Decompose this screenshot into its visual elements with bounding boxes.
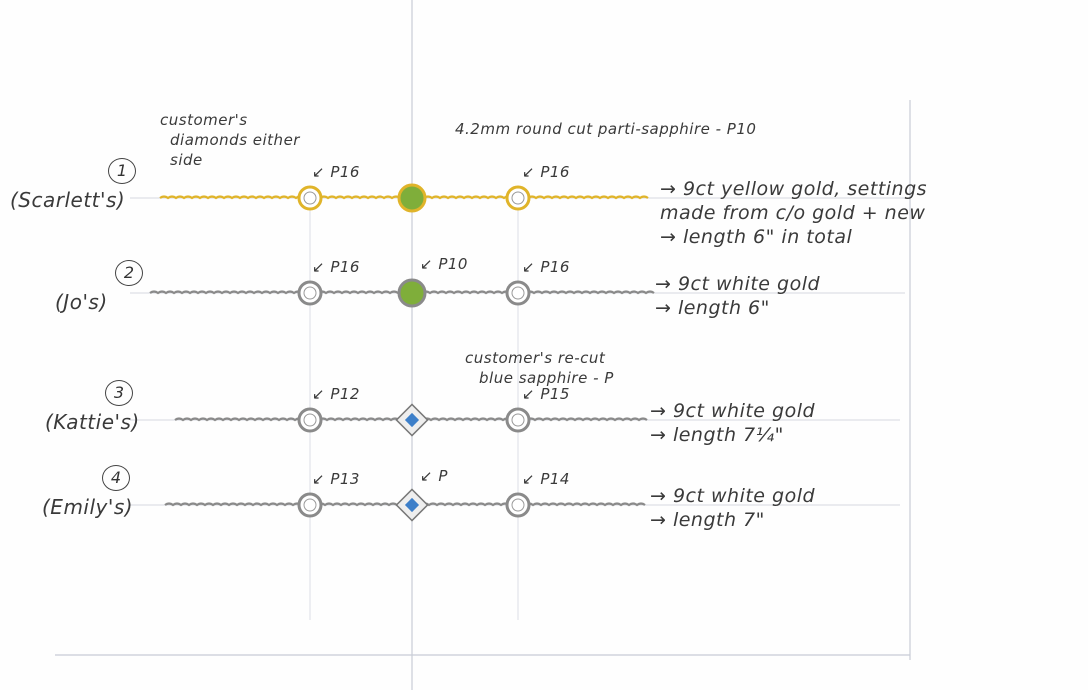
row-note: → length 7¼" xyxy=(650,424,784,446)
bezel-setting xyxy=(505,407,531,433)
row-note: → length 6" xyxy=(655,297,770,319)
note-customers-diamonds: customer's diamonds either side xyxy=(160,110,300,170)
owner-label: (Jo's) xyxy=(55,290,108,314)
stone-tag-right: ↙ P14 xyxy=(522,470,570,488)
row-note: → length 7" xyxy=(650,509,765,531)
stone-tag-right: ↙ P16 xyxy=(522,258,570,276)
row-number: 3 xyxy=(105,380,133,406)
bezel-setting xyxy=(505,280,531,306)
note-line: blue sapphire - P xyxy=(479,369,614,387)
center-stone-round xyxy=(397,278,427,308)
bezel-setting xyxy=(297,280,323,306)
diamond-stone xyxy=(303,191,317,205)
note-line: customer's re-cut xyxy=(465,349,606,367)
diamond-stone xyxy=(511,191,525,205)
note-line: customer's xyxy=(160,111,248,129)
bezel-setting xyxy=(297,492,323,518)
diamond-stone xyxy=(511,286,525,300)
stone-tag-left: ↙ P16 xyxy=(312,163,360,181)
center-stone-sapphire xyxy=(404,412,420,428)
note-line: side xyxy=(170,151,203,169)
bezel-setting xyxy=(505,185,531,211)
row-note: → length 6" in total xyxy=(660,226,853,248)
stone-tag-left: ↙ P12 xyxy=(312,385,360,403)
row-number: 4 xyxy=(102,465,130,491)
row-note: → 9ct white gold xyxy=(650,485,816,507)
bezel-setting xyxy=(505,492,531,518)
owner-label: (Scarlett's) xyxy=(10,188,126,212)
diamond-stone xyxy=(303,286,317,300)
stone-tag-left: ↙ P13 xyxy=(312,470,360,488)
stone-tag-right: ↙ P15 xyxy=(522,385,570,403)
note-line: diamonds either xyxy=(170,131,300,149)
row-note: → 9ct white gold xyxy=(650,400,816,422)
stone-tag-center: ↙ P xyxy=(420,467,448,485)
note-center-stone-1: 4.2mm round cut parti-sapphire - P10 xyxy=(455,120,757,138)
note-center-stone-3: customer's re-cut blue sapphire - P xyxy=(465,348,614,388)
row-number: 2 xyxy=(115,260,143,286)
center-stone-round xyxy=(397,183,427,213)
row-number: 1 xyxy=(108,158,136,184)
stone-tag-center: ↙ P10 xyxy=(420,255,468,273)
diamond-stone xyxy=(511,498,525,512)
diamond-stone xyxy=(303,413,317,427)
diamond-stone xyxy=(303,498,317,512)
diamond-stone xyxy=(511,413,525,427)
stone-tag-left: ↙ P16 xyxy=(312,258,360,276)
row-note: → 9ct white gold xyxy=(655,273,821,295)
center-stone-sapphire xyxy=(404,497,420,513)
stone-tag-right: ↙ P16 xyxy=(522,163,570,181)
owner-label: (Kattie's) xyxy=(45,410,140,434)
bezel-setting xyxy=(297,407,323,433)
owner-label: (Emily's) xyxy=(42,495,134,519)
row-note: made from c/o gold + new xyxy=(660,202,926,224)
bezel-setting xyxy=(297,185,323,211)
row-note: → 9ct yellow gold, settings xyxy=(660,178,928,200)
